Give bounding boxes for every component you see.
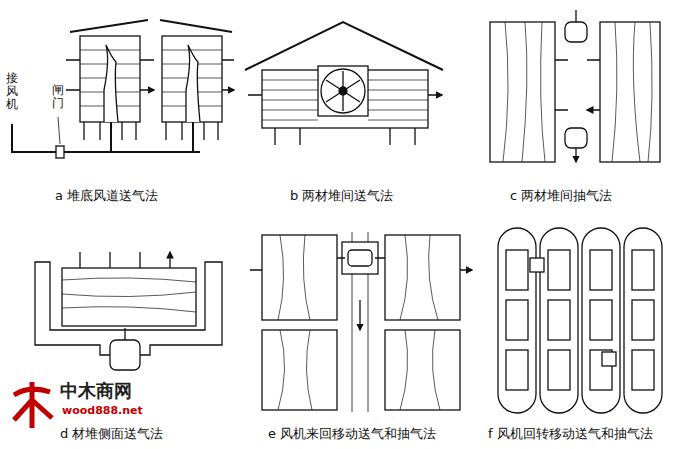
caption-label: a 堆底风道送气法 — [55, 188, 158, 204]
panel-f-drawing — [498, 228, 662, 413]
panel-d-drawing — [35, 252, 222, 370]
watermark-text: 中木商网 — [60, 380, 132, 402]
caption-label: c 两材堆间抽气法 — [510, 188, 612, 204]
panel-e-drawing — [250, 232, 472, 412]
caption-label: d 材堆侧面送气法 — [60, 426, 163, 442]
callout-label: 接风机 — [6, 72, 18, 112]
watermark-url: wood888.net — [62, 404, 143, 417]
caption-label: f 风机回转移动送气和抽气法 — [488, 426, 653, 442]
panel-a-drawing — [12, 20, 234, 158]
caption-label: b 两材堆间送气法 — [290, 188, 393, 204]
watermark-logo — [14, 382, 52, 428]
panel-b-drawing — [245, 22, 443, 145]
callout-label: 闸门 — [52, 84, 64, 110]
panel-c-drawing — [490, 10, 660, 162]
caption-label: e 风机来回移动送气和抽气法 — [268, 426, 436, 442]
